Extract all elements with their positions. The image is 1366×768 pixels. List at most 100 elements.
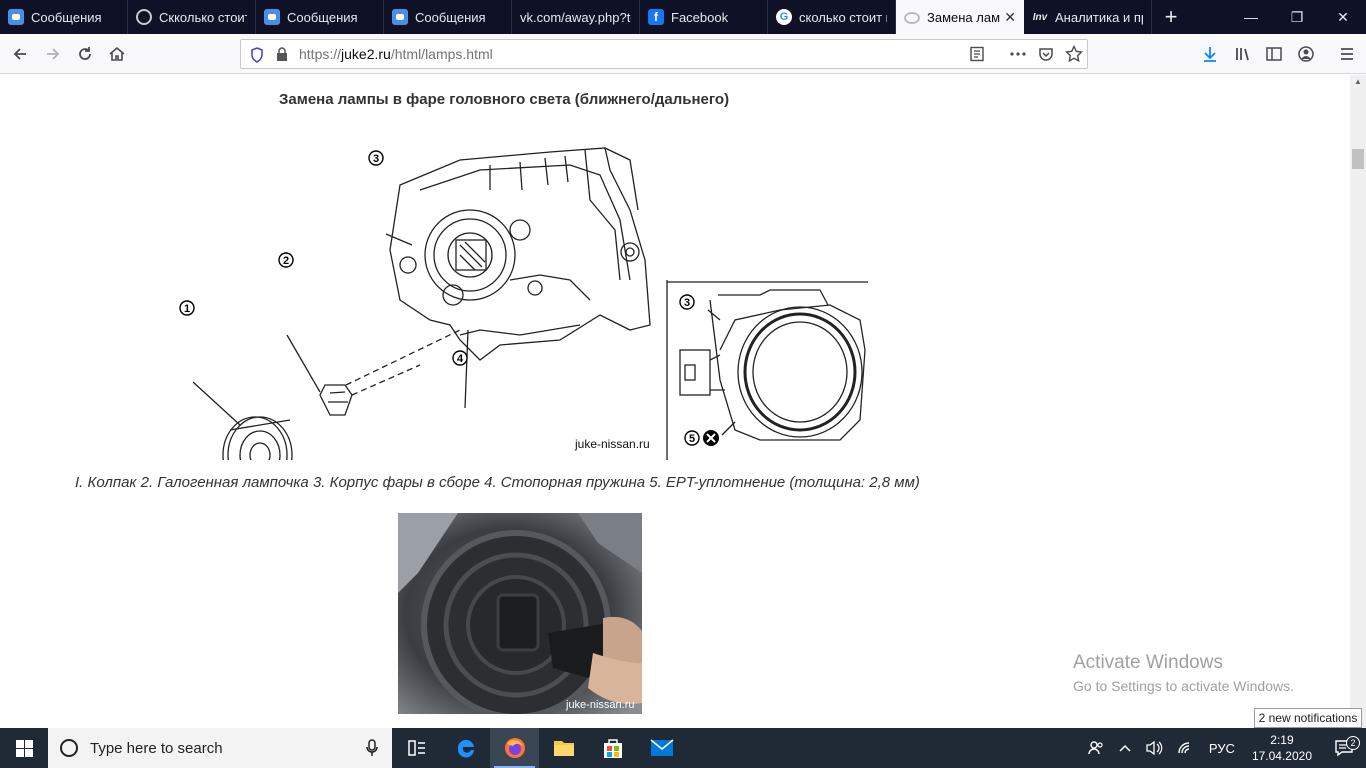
taskbar-clock[interactable]: 2:19 17.04.2020 xyxy=(1242,732,1322,764)
sidebar-button[interactable] xyxy=(1260,40,1288,68)
lock-icon[interactable] xyxy=(276,47,288,62)
callout-3-detail: 3 xyxy=(679,294,695,310)
reload-icon xyxy=(79,47,91,60)
library-icon xyxy=(1236,48,1249,61)
address-bar[interactable]: https://juke2.ru/html/lamps.html xyxy=(240,39,1088,69)
taskbar-search-box[interactable]: Type here to search xyxy=(48,728,392,768)
headlamp-diagram: 1 2 3 4 3 5 xyxy=(179,147,868,460)
reader-view-icon[interactable] xyxy=(969,46,985,62)
tab-label: Сообщения xyxy=(287,9,358,25)
browser-tab-3[interactable]: Сообщения xyxy=(384,0,512,34)
library-button[interactable] xyxy=(1229,40,1257,68)
pocket-icon[interactable] xyxy=(1038,46,1054,62)
show-hidden-icons-button[interactable] xyxy=(1112,743,1138,753)
download-icon xyxy=(1204,47,1216,62)
action-center-button[interactable]: 2 xyxy=(1322,736,1366,757)
file-explorer-taskbar-button[interactable] xyxy=(539,728,588,768)
scroll-up-arrow-icon[interactable]: ▲ xyxy=(1354,77,1362,86)
callout-3: 3 xyxy=(368,150,384,166)
svg-text:3: 3 xyxy=(373,153,379,165)
close-tab-icon[interactable]: ✕ xyxy=(1004,8,1016,25)
mail-taskbar-button[interactable] xyxy=(637,728,686,768)
maximize-button[interactable]: ❐ xyxy=(1290,8,1304,25)
headlamp-photo: juke-nissan.ru xyxy=(398,513,642,714)
tab-label: vk.com/away.php?to xyxy=(520,9,631,25)
notification-toast[interactable]: 2 new notifications xyxy=(1254,708,1362,728)
tab-label: сколько стоит г xyxy=(799,9,887,25)
svg-text:4: 4 xyxy=(457,353,464,365)
navigation-toolbar: https://juke2.ru/html/lamps.html xyxy=(0,34,1366,74)
speaker-icon xyxy=(1146,740,1163,756)
svg-text:1: 1 xyxy=(184,303,190,315)
back-button[interactable] xyxy=(6,40,34,68)
bookmark-star-icon[interactable] xyxy=(1065,45,1083,63)
back-arrow-icon xyxy=(13,48,26,60)
browser-tab-0[interactable]: Сообщения xyxy=(0,0,128,34)
microphone-icon[interactable] xyxy=(366,739,378,757)
shield-icon[interactable] xyxy=(250,47,264,63)
inv-favicon-icon: Inv xyxy=(1032,11,1048,23)
hamburger-menu-icon xyxy=(1341,48,1353,60)
browser-tab-1[interactable]: Скколько стоит xyxy=(128,0,256,34)
start-button[interactable] xyxy=(0,728,48,768)
callout-4: 4 xyxy=(452,350,468,366)
browser-tab-7[interactable]: Замена лам✕ xyxy=(896,0,1024,34)
home-button[interactable] xyxy=(103,40,131,68)
people-icon xyxy=(1088,741,1103,755)
windows-taskbar: Type here to search РУС 2:19 17.0 xyxy=(0,728,1366,768)
page-title: Замена лампы в фаре головного света (бли… xyxy=(279,91,730,108)
figure-caption: I. Колпак 2. Галогенная лампочка 3. Корп… xyxy=(75,474,920,491)
account-button[interactable] xyxy=(1292,40,1320,68)
tab-list: Сообщения Скколько стоит Сообщения Сообщени… xyxy=(0,0,1152,34)
diagram-watermark: juke-nissan.ru xyxy=(575,437,650,451)
edge-taskbar-button[interactable] xyxy=(441,728,490,768)
page-actions-icon[interactable] xyxy=(1009,46,1027,62)
sk-favicon-icon xyxy=(136,9,152,25)
tab-label: Скколько стоит xyxy=(159,9,247,25)
tab-label: Аналитика и пр xyxy=(1055,9,1143,25)
svg-text:3: 3 xyxy=(684,297,690,309)
clock-date: 17.04.2020 xyxy=(1251,749,1312,763)
browser-tab-4[interactable]: vk.com/away.php?to xyxy=(512,0,640,34)
scrollbar-thumb[interactable] xyxy=(1352,149,1364,169)
firefox-taskbar-button[interactable] xyxy=(490,728,539,768)
folder-icon xyxy=(553,741,574,756)
input-language[interactable]: РУС xyxy=(1208,740,1235,756)
volume-button[interactable] xyxy=(1138,740,1170,756)
edge-icon xyxy=(457,739,474,758)
downloads-button[interactable] xyxy=(1196,40,1224,68)
notification-count-badge: 2 xyxy=(1346,736,1360,750)
vertical-scrollbar[interactable]: ▲ xyxy=(1350,75,1366,728)
msg-favicon-icon xyxy=(8,9,24,25)
browser-tab-8[interactable]: Inv Аналитика и пр xyxy=(1024,0,1152,34)
people-button[interactable] xyxy=(1080,739,1112,757)
account-icon xyxy=(1298,46,1314,62)
reload-button[interactable] xyxy=(71,40,99,68)
firefox-icon xyxy=(504,738,525,758)
menu-button[interactable] xyxy=(1333,40,1361,68)
home-icon xyxy=(109,46,125,61)
wifi-icon xyxy=(1178,742,1190,754)
seal-mark-icon xyxy=(703,430,719,446)
system-tray: РУС 2:19 17.04.2020 2 xyxy=(1080,728,1366,768)
new-tab-button[interactable]: + xyxy=(1164,4,1178,29)
forward-button[interactable] xyxy=(39,40,67,68)
taskbar-search-placeholder: Type here to search xyxy=(90,739,223,757)
store-bag-icon xyxy=(603,739,622,758)
url-text[interactable]: https://juke2.ru/html/lamps.html xyxy=(299,46,493,62)
sidebar-icon xyxy=(1266,47,1282,61)
browser-tab-2[interactable]: Сообщения xyxy=(256,0,384,34)
msg-favicon-icon xyxy=(392,9,408,25)
store-taskbar-button[interactable] xyxy=(588,728,637,768)
activate-windows-watermark: Activate Windows Go to Settings to activ… xyxy=(1073,652,1294,694)
task-view-button[interactable] xyxy=(392,728,441,768)
activate-title: Activate Windows xyxy=(1073,652,1223,673)
tab-label: Facebook xyxy=(671,9,729,25)
close-window-button[interactable]: ✕ xyxy=(1337,8,1349,25)
chevron-up-icon xyxy=(1119,744,1131,752)
minimize-button[interactable]: — xyxy=(1244,9,1258,25)
network-button[interactable] xyxy=(1170,740,1202,756)
tab-label: Замена лам xyxy=(927,9,1001,25)
